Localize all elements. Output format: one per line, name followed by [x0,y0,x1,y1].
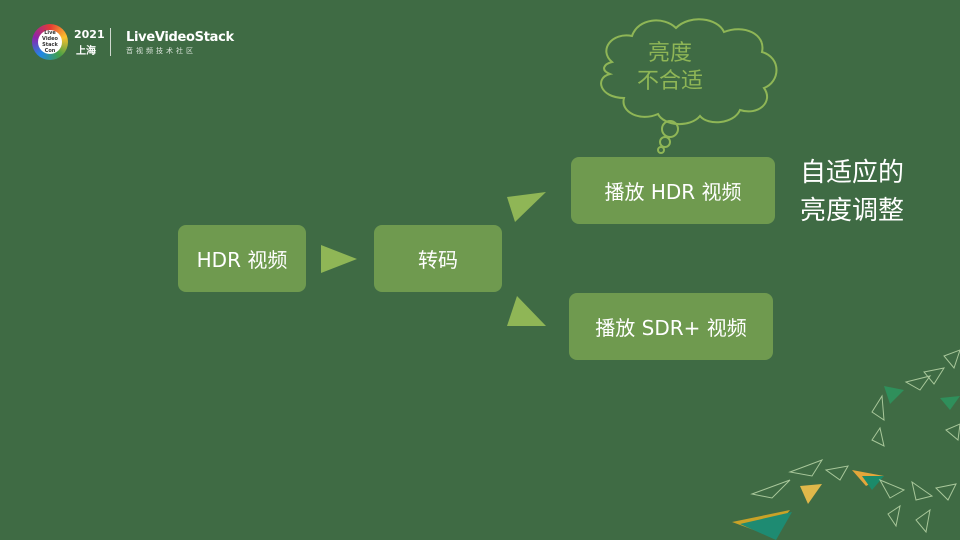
decor-triangle [750,479,791,499]
node-hdr-video: HDR 视频 [178,225,306,292]
arrow-right [321,245,357,273]
node-play-sdr-video: 播放 SDR+ 视频 [569,293,773,360]
decor-triangle [943,349,960,370]
thought-dot-small [657,146,665,154]
decor-triangle [884,386,904,404]
decor-triangle [740,512,792,540]
decor-triangle [800,484,822,504]
logo-badge-icon: Live Video Stack Con [32,24,68,60]
side-label-line: 自适应的 [800,158,905,188]
arrow-up-right [507,192,546,222]
decor-triangle [871,394,885,421]
arrow-down-right [507,296,546,326]
decor-triangle [862,476,884,490]
side-label: 自适应的 亮度调整 [800,154,904,230]
decor-triangle [940,396,960,410]
logo-year: 2021 [74,28,105,41]
decor-triangle [824,465,849,481]
decor-triangle [788,459,824,477]
decor-triangle [878,478,906,499]
thought-cloud [600,18,778,154]
decor-triangle [871,426,885,447]
thought-bubble-line: 亮度 [647,41,692,66]
thought-bubble-line: 不合适 [636,69,703,94]
logo-city: 上海 [76,46,96,57]
logo-subtitle: 音视频技术社区 [126,47,196,55]
decor-triangle [945,423,960,441]
decor-triangle [923,367,946,385]
logo-badge-text: Live Video Stack Con [38,30,62,54]
decorative-triangles [732,349,960,540]
thought-cloud-shape [600,18,778,125]
thought-dot-large [661,120,679,138]
thought-dot-medium [659,136,671,148]
decor-triangle [934,483,957,501]
node-transcode: 转码 [374,225,502,292]
decor-triangle [915,508,931,534]
decor-triangle [904,375,932,391]
decor-triangle [911,480,934,501]
side-label-line: 亮度调整 [800,196,905,226]
event-logo: Live Video Stack Con 2021 上海 LiveVideoSt… [32,24,242,60]
node-play-hdr-video: 播放 HDR 视频 [571,157,775,224]
logo-brand: LiveVideoStack [126,30,234,45]
decor-triangle [887,504,901,528]
thought-bubble-text: 亮度 不合适 [620,40,720,96]
logo-divider [110,28,111,56]
